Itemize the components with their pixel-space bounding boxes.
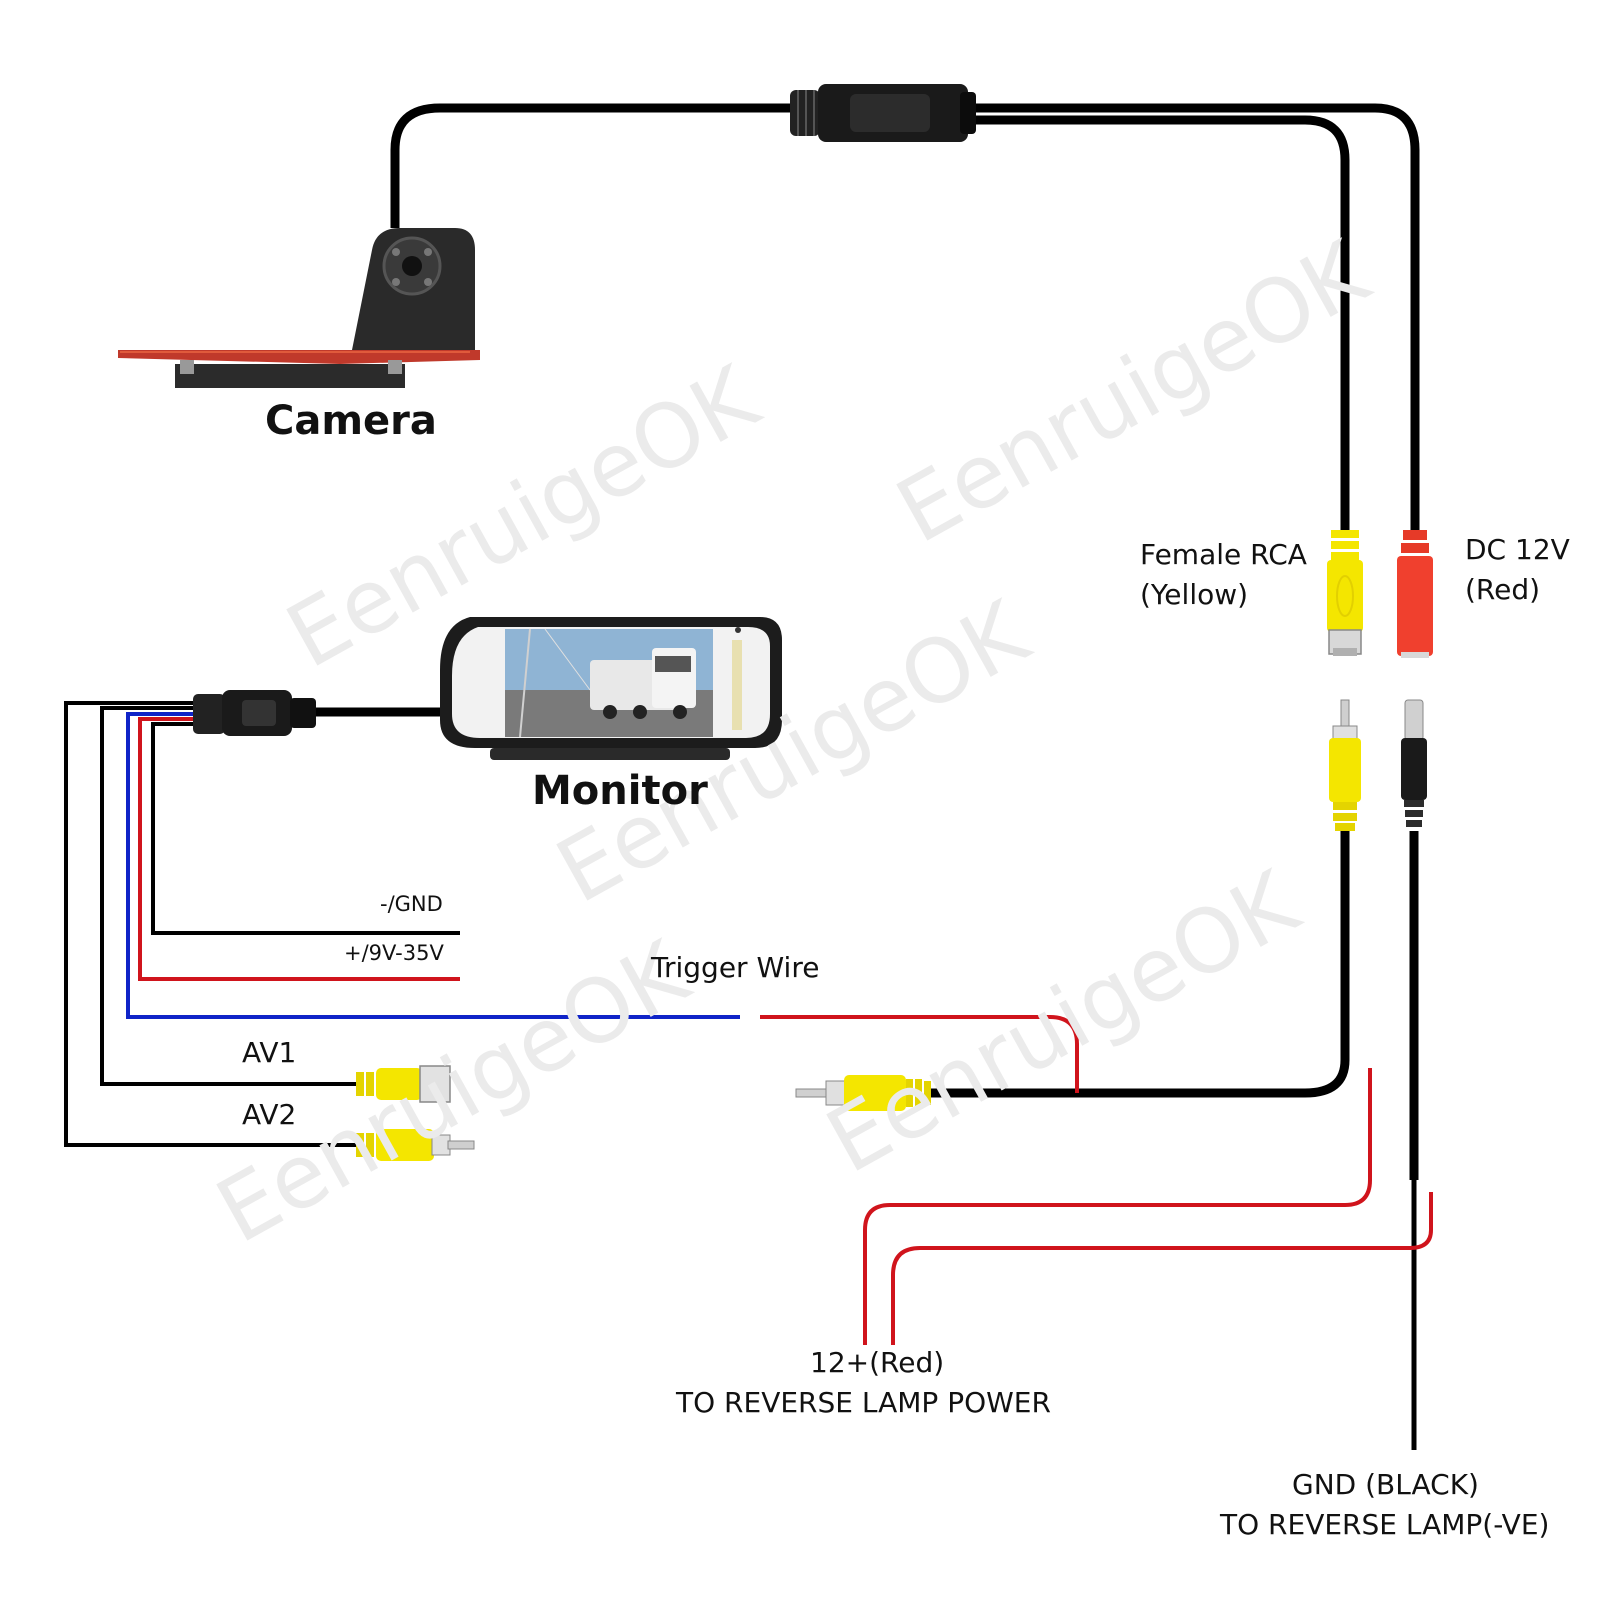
power-cable-upper: [976, 103, 1420, 535]
trigger-wire-blue: [126, 712, 740, 1019]
trigger-wire-label: Trigger Wire: [651, 951, 820, 984]
video-cable-upper: [976, 115, 1350, 535]
dc12v-label-line2: (Red): [1465, 573, 1541, 606]
reverse-gnd-label-line1: GND (BLACK): [1292, 1468, 1479, 1501]
video-cable-lower: [925, 831, 1350, 1098]
camera-device: [118, 228, 480, 388]
extension-connector: [790, 84, 976, 142]
av2-label: AV2: [242, 1098, 297, 1131]
trigger-wire-red: [760, 1015, 1079, 1093]
reverse-power-label-line1: 12+(Red): [810, 1346, 945, 1379]
male-dc-plug: [1401, 699, 1427, 827]
dc12v-label-line1: DC 12V: [1465, 533, 1570, 566]
red-wire-from-power: [891, 1192, 1433, 1345]
monitor-device: [440, 617, 782, 760]
camera-cable: [390, 103, 790, 228]
female-rca-label: Female RCA (Yellow): [1140, 535, 1307, 615]
female-rca-connector: [1327, 530, 1363, 656]
reverse-gnd-label-line2: TO REVERSE LAMP(-VE): [1220, 1508, 1550, 1541]
male-rca-connector: [1329, 699, 1361, 831]
red-wire-from-video: [863, 1068, 1372, 1345]
av2-rca-connector: [356, 1129, 475, 1161]
female-dc-connector: [1397, 530, 1433, 658]
gnd-minus-label: -/GND: [380, 892, 443, 916]
reverse-power-label-line2: TO REVERSE LAMP POWER: [676, 1386, 1051, 1419]
av2-wire: [64, 701, 360, 1147]
female-rca-label-line2: (Yellow): [1140, 578, 1249, 611]
trigger-rca-connector: [795, 1075, 931, 1111]
dc12v-label: DC 12V (Red): [1465, 530, 1570, 610]
av1-rca-connector: [356, 1065, 451, 1103]
av1-wire: [100, 706, 360, 1086]
av1-label: AV1: [242, 1036, 297, 1069]
power-wire-red: [138, 717, 460, 981]
power-range-label: +/9V-35V: [344, 941, 444, 965]
female-rca-label-line1: Female RCA: [1140, 538, 1307, 571]
camera-label: Camera: [265, 398, 437, 444]
monitor-label: Monitor: [532, 768, 708, 814]
monitor-connector: [193, 690, 316, 736]
gnd-wire-black: [151, 722, 460, 935]
